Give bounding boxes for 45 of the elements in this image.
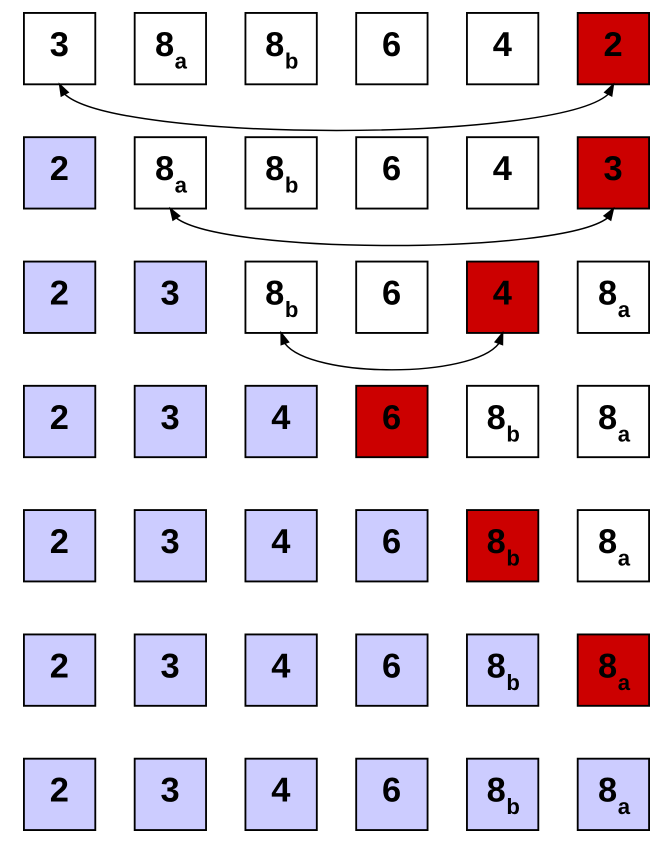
arrow bbox=[280, 330, 503, 371]
node-box: 2 bbox=[22, 509, 96, 582]
arrow bbox=[168, 206, 614, 246]
node-box: 2 bbox=[22, 260, 96, 334]
node-box: 8$_{b}$ bbox=[466, 384, 539, 458]
node-box: 6 bbox=[354, 384, 428, 458]
node-box: 4 bbox=[466, 260, 539, 334]
node-box: 3 bbox=[133, 260, 206, 334]
node-box: 3 bbox=[22, 12, 96, 86]
node-box: 2 bbox=[22, 633, 96, 707]
node-box: 6 bbox=[354, 633, 428, 707]
node-box: 8$_{b}$ bbox=[466, 633, 539, 707]
node-box: 8$_{b}$ bbox=[466, 758, 539, 831]
node-box: 8$_{a}$ bbox=[576, 260, 650, 334]
node-box: 6 bbox=[354, 12, 428, 86]
node-box: 2 bbox=[576, 12, 650, 86]
node-box: 2 bbox=[22, 136, 96, 210]
node-box: 4 bbox=[466, 12, 539, 86]
node-box: 8$_{b}$ bbox=[244, 136, 318, 210]
node-box: 6 bbox=[354, 509, 428, 582]
node-box: 4 bbox=[244, 633, 318, 707]
node-box: 8$_{b}$ bbox=[244, 12, 318, 86]
node-box: 6 bbox=[354, 260, 428, 334]
node-box: 8$_{a}$ bbox=[576, 384, 650, 458]
node-box: 8$_{a}$ bbox=[576, 758, 650, 831]
node-box: 8$_{a}$ bbox=[133, 12, 206, 86]
node-box: 3 bbox=[133, 633, 206, 707]
node-box: 2 bbox=[22, 384, 96, 458]
arrow bbox=[58, 82, 614, 132]
node-box: 3 bbox=[133, 384, 206, 458]
node-box: 8$_{b}$ bbox=[244, 260, 318, 334]
node-box: 8$_{b}$ bbox=[466, 509, 539, 582]
node-box: 8$_{a}$ bbox=[133, 136, 206, 210]
node-box: 6 bbox=[354, 136, 428, 210]
node-box: 6 bbox=[354, 758, 428, 831]
node-box: 8$_{a}$ bbox=[576, 509, 650, 582]
node-box: 4 bbox=[244, 509, 318, 582]
node-box: 2 bbox=[22, 758, 96, 831]
node-box: 4 bbox=[244, 758, 318, 831]
node-box: 4 bbox=[466, 136, 539, 210]
node-box: 3 bbox=[133, 509, 206, 582]
node-box: 4 bbox=[244, 384, 318, 458]
node-box: 8$_{a}$ bbox=[576, 633, 650, 707]
node-box: 3 bbox=[133, 758, 206, 831]
node-box: 3 bbox=[576, 136, 650, 210]
